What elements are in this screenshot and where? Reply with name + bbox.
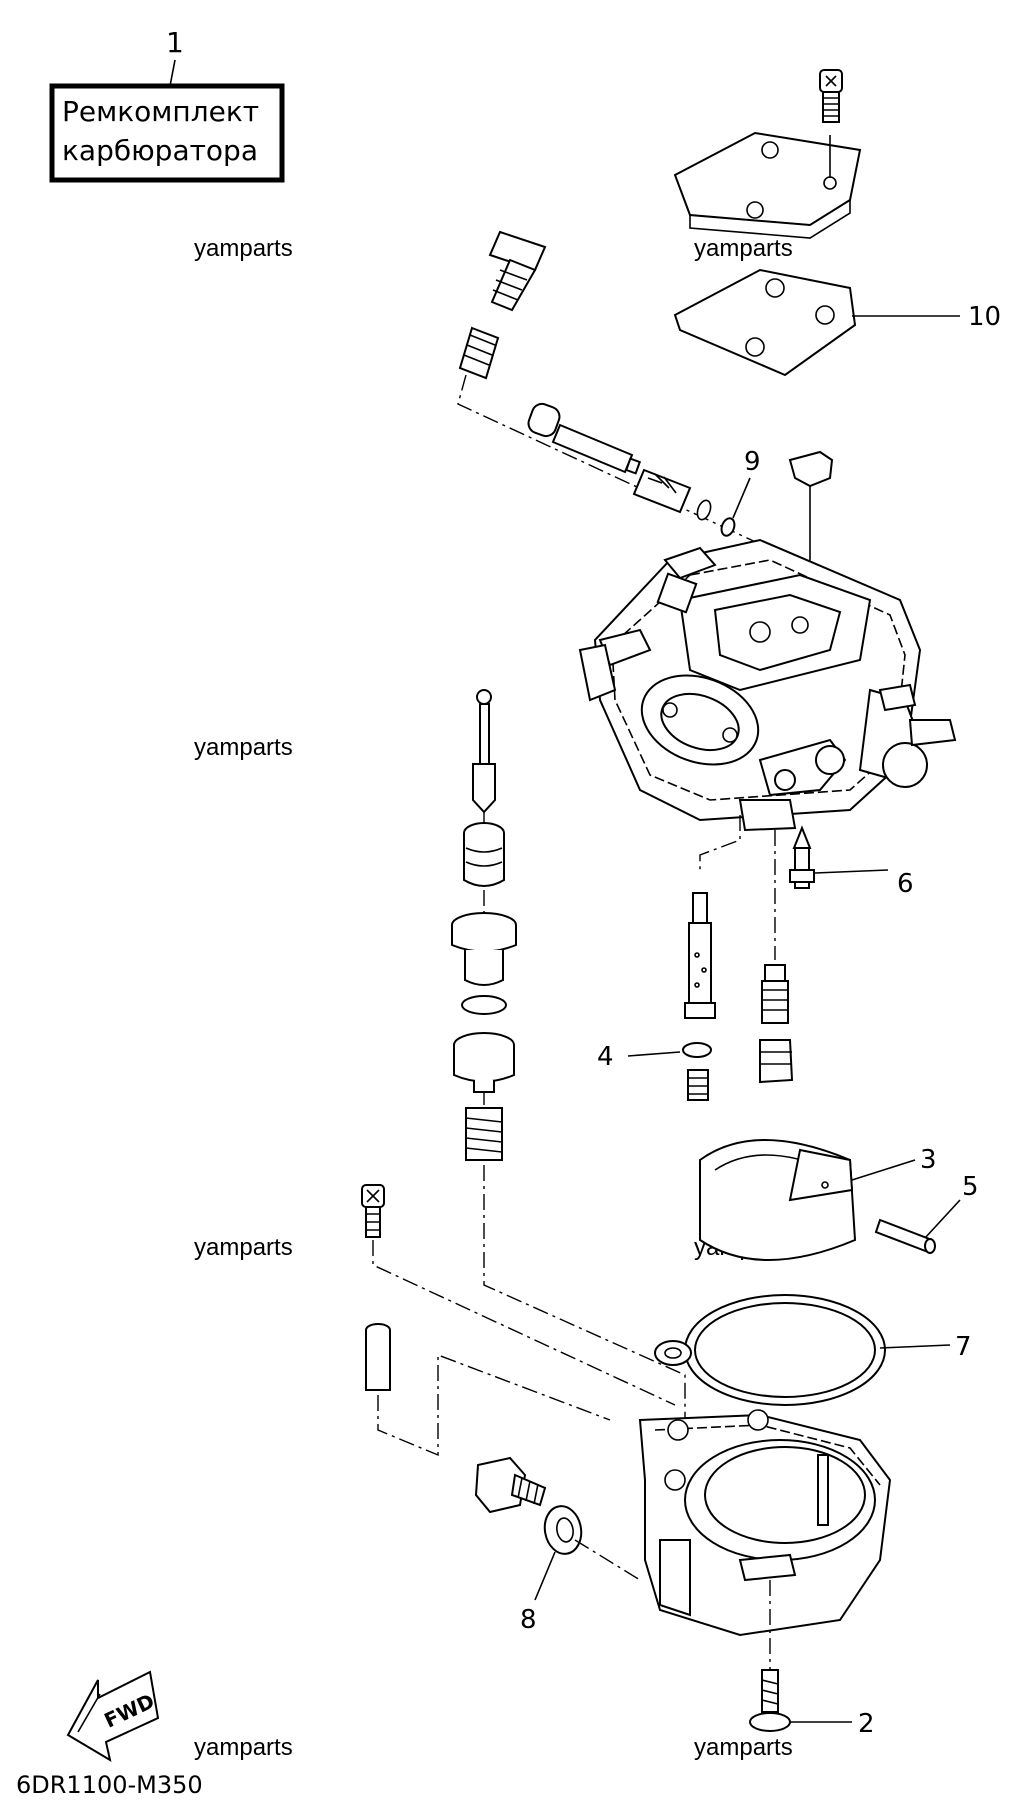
watermark: yamparts [694, 235, 793, 262]
callout-8: 8 [520, 1605, 537, 1635]
plunger-column [451, 689, 686, 1422]
cover-plate [673, 69, 862, 239]
fwd-arrow-icon: FWD [66, 1670, 160, 1763]
watermark: yamparts [194, 1234, 293, 1261]
watermark: yamparts [694, 1734, 793, 1761]
kit-label-number: 1 [166, 26, 184, 59]
float-bowl-gasket: 7 [654, 1294, 972, 1406]
callout-10: 10 [968, 302, 1001, 332]
bottom-screw: 2 [749, 1669, 875, 1739]
callout-6: 6 [897, 869, 914, 899]
callout-7: 7 [955, 1332, 972, 1362]
callout-9: 9 [744, 447, 761, 477]
drain-bolt: 8 [474, 1456, 641, 1635]
float-bowl [638, 1409, 892, 1670]
kit-label-line2: карбюратора [62, 134, 258, 167]
callout-5: 5 [962, 1172, 979, 1202]
carburetor-body [578, 538, 957, 832]
jet-parts: 4 6 [597, 815, 914, 1101]
watermark: yamparts [194, 235, 293, 262]
gasket: 10 [673, 268, 1001, 377]
pilot-screw-assembly: 9 [457, 230, 761, 545]
kit-label: 1 Ремкомплект карбюратора [49, 26, 285, 183]
float: 3 5 [699, 1139, 979, 1261]
watermark: yamparts [194, 1734, 293, 1761]
callout-3: 3 [920, 1145, 937, 1175]
callout-2: 2 [858, 1709, 875, 1739]
left-screws [361, 1184, 676, 1457]
kit-label-line1: Ремкомплект [62, 95, 259, 128]
callout-4: 4 [597, 1042, 614, 1072]
diagram-code: 6DR1100-M350 [16, 1771, 203, 1799]
watermark: yamparts [194, 734, 293, 761]
